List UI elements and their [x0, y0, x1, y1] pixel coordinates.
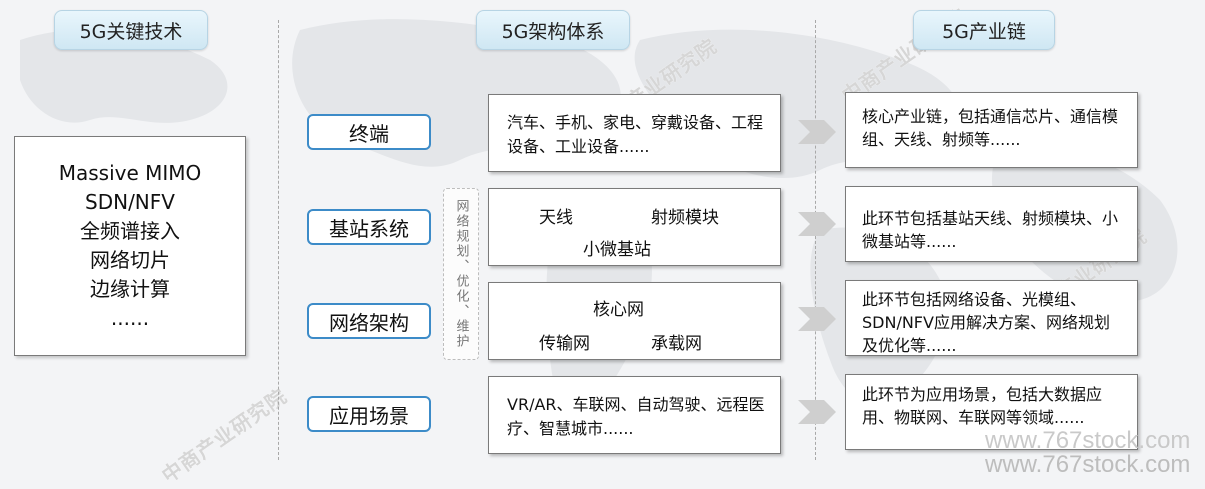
- application-box: VR/AR、车联网、自动驾驶、远程医疗、智慧城市......: [488, 376, 781, 454]
- site-watermark: www.767stock.com: [985, 451, 1191, 478]
- category-application: 应用场景: [307, 396, 431, 432]
- terminal-text: 汽车、手机、家电、穿戴设备、工程设备、工业设备......: [507, 113, 764, 156]
- application-text: VR/AR、车联网、自动驾驶、远程医疗、智慧城市......: [507, 395, 765, 438]
- antenna-label: 天线: [539, 208, 573, 228]
- key-tech-item: 边缘计算: [90, 277, 170, 301]
- chain-text: 此环节包括基站天线、射频模块、小微基站等......: [862, 209, 1119, 251]
- chain-text: 核心产业链，包括通信芯片、通信模组、天线、射频等......: [862, 107, 1119, 149]
- chain-text: 此环节为应用场景，包括大数据应用、物联网、车联网等领域......: [862, 385, 1103, 427]
- key-tech-item: 网络切片: [90, 248, 170, 272]
- terminal-box: 汽车、手机、家电、穿戴设备、工程设备、工业设备......: [488, 94, 781, 172]
- key-tech-item: Massive MIMO: [58, 161, 202, 185]
- research-institute-logo: 中商产业研究院: [157, 383, 292, 488]
- category-network: 网络架构: [307, 303, 431, 339]
- transport-network-label: 传输网: [539, 334, 590, 354]
- small-cell-label: 小微基站: [583, 240, 651, 260]
- category-terminal: 终端: [307, 114, 431, 150]
- key-tech-box: Massive MIMO SDN/NFV 全频谱接入 网络切片 边缘计算 ...…: [14, 136, 246, 356]
- chevron-right-icon: [798, 212, 836, 236]
- chevron-right-icon: [798, 400, 836, 424]
- chain-box-base-station: 此环节包括基站天线、射频模块、小微基站等......: [845, 186, 1138, 262]
- site-watermark: www.767stock.com: [985, 427, 1191, 454]
- rf-module-label: 射频模块: [651, 208, 719, 228]
- base-station-box: 天线 射频模块 小微基站: [488, 188, 781, 266]
- bearer-network-label: 承载网: [651, 334, 702, 354]
- category-base-station: 基站系统: [307, 209, 431, 245]
- column-divider: [278, 20, 279, 460]
- network-box: 核心网 传输网 承载网: [488, 282, 781, 360]
- header-industry-chain: 5G产业链: [913, 10, 1055, 50]
- chain-text: 此环节包括网络设备、光模组、SDN/NFV应用解决方案、网络规划及优化等....…: [862, 290, 1110, 355]
- chevron-right-icon: [798, 307, 836, 331]
- network-planning-label: 网络规划、优化、维护: [443, 188, 479, 360]
- key-tech-item: SDN/NFV: [85, 190, 175, 214]
- key-tech-item: 全频谱接入: [80, 219, 180, 243]
- chain-box-core: 核心产业链，包括通信芯片、通信模组、天线、射频等......: [845, 92, 1138, 168]
- chain-box-application: 此环节为应用场景，包括大数据应用、物联网、车联网等领域......: [845, 374, 1138, 450]
- core-network-label: 核心网: [593, 300, 644, 320]
- header-architecture: 5G架构体系: [476, 10, 630, 50]
- chevron-right-icon: [798, 120, 836, 144]
- column-divider: [815, 20, 816, 460]
- chain-box-network: 此环节包括网络设备、光模组、SDN/NFV应用解决方案、网络规划及优化等....…: [845, 280, 1138, 356]
- header-key-tech: 5G关键技术: [54, 10, 208, 50]
- key-tech-item: ......: [110, 306, 150, 330]
